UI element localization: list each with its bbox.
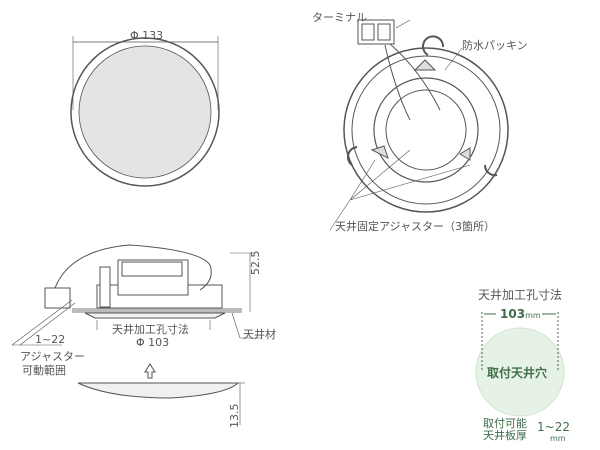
cutout-size-value: 103 (500, 307, 526, 321)
adjust-range-value: 1~22 (35, 333, 66, 346)
adjuster-label: 天井固定アジャスター（3箇所） (335, 220, 496, 233)
thickness-label-2: 天井板厚 (483, 429, 527, 442)
thickness-unit: mm (550, 434, 566, 443)
adjust-range-label-1: アジャスター (20, 350, 86, 363)
thickness-label-1: 取付可能 (483, 417, 527, 430)
adjust-range-label-2: 可動範囲 (22, 364, 66, 377)
cutout-guide (475, 312, 565, 417)
terminal-label: ターミナル (312, 11, 367, 24)
cutout-size-unit: mm (525, 311, 541, 320)
side-view (11, 244, 262, 425)
cutout-value: Φ 103 (136, 336, 170, 349)
cutout-label: 天井加工孔寸法 (112, 323, 189, 336)
front-diameter-label: Φ 133 (130, 29, 164, 42)
gasket-label: 防水パッキン (462, 39, 528, 52)
cover-height-label: 13.5 (228, 403, 241, 429)
cutout-guide-title: 天井加工孔寸法 (478, 288, 563, 302)
rear-view (329, 19, 509, 231)
front-view (70, 36, 220, 187)
cutout-size: 103mm (500, 307, 541, 321)
thickness-value: 1~22 (537, 420, 570, 434)
ceiling-material-label: 天井材 (243, 328, 276, 341)
thickness-label: 取付可能天井板厚 (483, 418, 527, 442)
height-label: 52.5 (249, 250, 262, 276)
hole-label: 取付天井穴 (487, 366, 548, 380)
